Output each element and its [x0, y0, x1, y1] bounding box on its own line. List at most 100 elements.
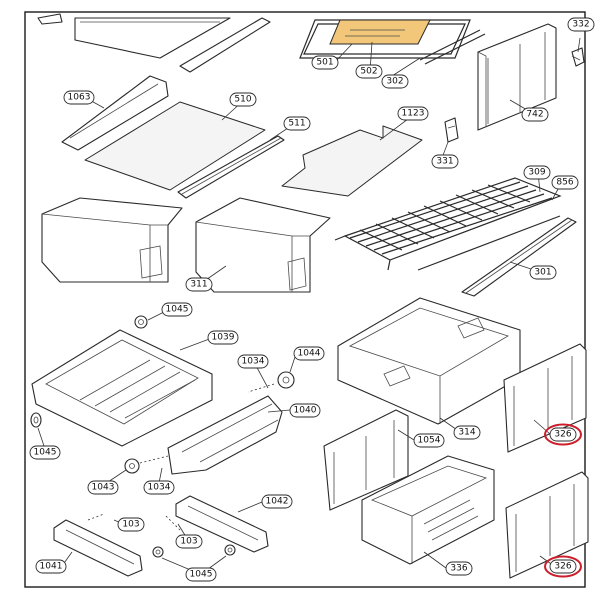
svg-text:1045: 1045: [190, 570, 213, 580]
svg-text:1043: 1043: [92, 483, 115, 493]
label-510: 510: [229, 92, 257, 107]
svg-text:501: 501: [316, 58, 333, 68]
label-1034-bottom: 1034: [143, 480, 175, 495]
label-309: 309: [523, 165, 551, 180]
svg-text:1063: 1063: [68, 93, 91, 103]
svg-text:103: 103: [122, 520, 139, 530]
flap-1040: [167, 395, 283, 475]
label-326-top: 326: [549, 427, 577, 442]
label-501: 501: [311, 55, 339, 70]
label-502: 502: [355, 64, 383, 79]
diagram-frame: [24, 11, 586, 588]
screw-axis-103-left: [87, 513, 105, 521]
svg-text:103: 103: [180, 537, 197, 547]
axis-line-bottom: [139, 455, 169, 464]
glass-shelf-510: [84, 101, 266, 191]
washer-1045-left: [30, 412, 42, 428]
crisper-cover-742: [477, 23, 557, 131]
label-1034-top: 1034: [237, 354, 269, 369]
svg-text:1041: 1041: [40, 562, 63, 572]
top-wire-shelf-assembly: [299, 19, 486, 65]
shelf-trim-1063: [61, 75, 169, 151]
side-panel-1054: [323, 409, 409, 511]
drawer-314: [337, 297, 521, 425]
label-302: 302: [381, 74, 409, 89]
svg-text:331: 331: [436, 157, 453, 167]
gear-1043: [124, 458, 140, 474]
hinge-clip-332: [571, 47, 585, 67]
label-1040: 1040: [289, 403, 321, 418]
svg-text:1045: 1045: [34, 448, 57, 458]
label-1063: 1063: [63, 90, 95, 105]
label-1054: 1054: [413, 433, 445, 448]
clip-top-left: [37, 13, 63, 25]
svg-text:311: 311: [190, 280, 207, 290]
label-314: 314: [453, 425, 481, 440]
highlight-ring-326-top: [544, 423, 582, 446]
label-331: 331: [431, 154, 459, 169]
svg-text:302: 302: [386, 77, 403, 87]
shelf-trim-strip-top: [179, 17, 271, 73]
washer-1045-bottom-b: [224, 544, 236, 556]
label-336: 336: [445, 561, 473, 576]
highlight-ring-326-bottom: [544, 555, 582, 578]
label-742: 742: [521, 107, 549, 122]
cover-sheet-1123: [281, 125, 423, 197]
svg-text:1040: 1040: [294, 406, 317, 416]
svg-text:502: 502: [360, 67, 377, 77]
label-1045-left: 1045: [29, 445, 61, 460]
screw-axis-103-right: [165, 515, 181, 531]
label-1043: 1043: [87, 480, 119, 495]
svg-text:1045: 1045: [166, 305, 189, 315]
knob-1045-top: [134, 315, 148, 329]
washer-1045-bottom-a: [152, 546, 164, 558]
svg-text:301: 301: [534, 268, 551, 278]
crisper-bin-right: [195, 197, 331, 293]
label-1045-bottom: 1045: [185, 567, 217, 582]
wire-shelf-309: [334, 177, 562, 271]
trim-strip-301: [461, 217, 577, 297]
label-1045-top: 1045: [161, 302, 193, 317]
label-103-left: 103: [117, 517, 145, 532]
freezer-tray-1039: [31, 329, 213, 447]
svg-text:510: 510: [234, 95, 251, 105]
rail-1042: [175, 495, 269, 553]
deep-drawer-336: [361, 455, 495, 565]
rail-1041: [53, 519, 143, 577]
svg-text:742: 742: [526, 110, 543, 120]
label-856: 856: [551, 175, 579, 190]
label-1041: 1041: [35, 559, 67, 574]
axis-line-top: [247, 383, 275, 393]
svg-text:309: 309: [528, 168, 545, 178]
shelf-strip-511: [177, 135, 285, 199]
gear-1044: [277, 371, 295, 389]
svg-text:336: 336: [450, 564, 467, 574]
svg-text:856: 856: [556, 178, 573, 188]
svg-text:1039: 1039: [212, 333, 235, 343]
crisper-bin-left: [41, 197, 183, 283]
label-326-bottom: 326: [549, 559, 577, 574]
deodorizer-filter: [329, 19, 431, 45]
svg-text:326: 326: [554, 562, 571, 572]
label-1044: 1044: [293, 346, 325, 361]
label-332: 332: [567, 17, 595, 32]
label-311: 311: [185, 277, 213, 292]
label-103-right: 103: [175, 534, 203, 549]
svg-text:1054: 1054: [418, 436, 441, 446]
svg-text:326: 326: [554, 430, 571, 440]
label-301: 301: [529, 265, 557, 280]
svg-text:314: 314: [458, 428, 475, 438]
svg-text:511: 511: [288, 119, 305, 129]
svg-text:1042: 1042: [266, 497, 289, 507]
svg-text:332: 332: [572, 20, 589, 30]
svg-text:1123: 1123: [402, 109, 425, 119]
label-1039: 1039: [207, 330, 239, 345]
bracket-331: [444, 117, 459, 143]
svg-text:1034: 1034: [148, 483, 171, 493]
glass-shelf-top-left: [74, 17, 231, 59]
svg-text:1034: 1034: [242, 357, 265, 367]
svg-text:1044: 1044: [298, 349, 321, 359]
cover-panel-326-bottom: [505, 471, 589, 579]
label-1123: 1123: [397, 106, 429, 121]
